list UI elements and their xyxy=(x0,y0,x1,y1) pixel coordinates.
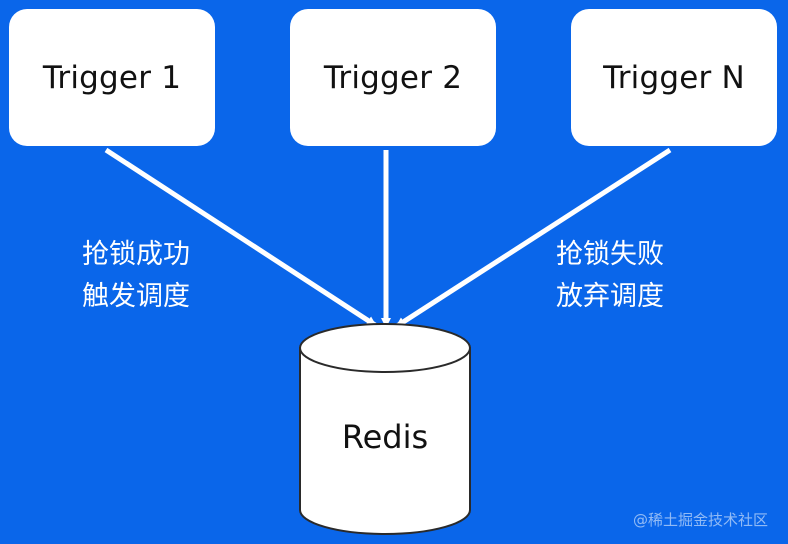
lock-success-line-2: 触发调度 xyxy=(82,281,190,312)
lock-success-line-1: 抢锁成功 xyxy=(82,239,190,270)
trigger-box-1: Trigger 1 xyxy=(9,9,215,146)
trigger-box-2: Trigger 2 xyxy=(290,9,496,146)
watermark: @稀土掘金技术社区 xyxy=(632,511,768,529)
redis-cylinder-top xyxy=(299,323,471,373)
trigger-n-label: Trigger N xyxy=(603,59,745,96)
trigger-box-n: Trigger N xyxy=(571,9,777,146)
redis-cylinder xyxy=(299,323,471,535)
lock-failure-line-2: 放弃调度 xyxy=(556,281,664,312)
redis-cylinder-body xyxy=(299,347,471,535)
redis-label: Redis xyxy=(341,418,429,456)
trigger-1-label: Trigger 1 xyxy=(42,59,182,96)
arrow-trigger-n-to-redis xyxy=(395,147,672,329)
lock-success-label: 抢锁成功 触发调度 xyxy=(82,234,190,318)
lock-failure-line-1: 抢锁失败 xyxy=(556,239,664,270)
arrow-trigger-1-to-redis xyxy=(104,147,377,328)
lock-failure-label: 抢锁失败 放弃调度 xyxy=(556,234,664,318)
trigger-2-label: Trigger 2 xyxy=(323,59,463,96)
